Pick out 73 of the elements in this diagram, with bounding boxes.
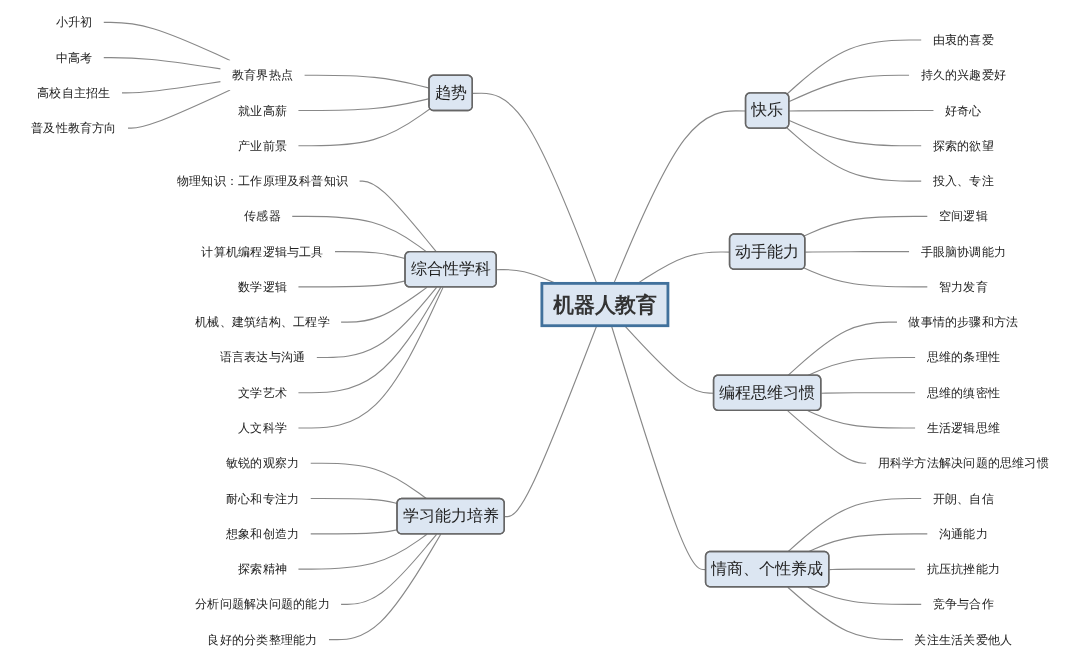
connector — [786, 127, 922, 182]
node-text: 产业前景 — [238, 138, 287, 153]
connector — [291, 215, 428, 253]
connector — [121, 81, 222, 94]
connector — [787, 321, 898, 377]
node-text: 文学艺术 — [238, 385, 287, 400]
connector — [297, 108, 431, 147]
node-text: 就业高薪 — [238, 103, 287, 118]
node-text: 好奇心 — [944, 103, 982, 118]
node-text: 投入、专注 — [932, 173, 994, 188]
connector — [316, 286, 438, 359]
node-text: 敏锐的观察力 — [225, 455, 300, 471]
connector — [297, 533, 428, 570]
connector — [786, 39, 922, 95]
connector — [340, 533, 438, 605]
node-text: 教育界热点 — [231, 67, 294, 83]
node-text: 持久的兴趣爱好 — [920, 67, 1007, 83]
node-text: 普及性教育方向 — [31, 120, 117, 135]
connector — [788, 109, 935, 112]
connector — [297, 286, 444, 429]
connector — [807, 410, 916, 429]
connector — [504, 325, 598, 518]
node-text: 做事情的步骤和方法 — [908, 314, 1019, 329]
node-text: 语言表达与沟通 — [219, 350, 306, 365]
node-text: 人文科学 — [238, 420, 287, 435]
connector — [309, 462, 428, 500]
node-text: 用科学方法解决问题的思维习惯 — [877, 455, 1049, 471]
connector — [328, 533, 442, 641]
connector — [807, 586, 922, 605]
node-text: 沟通能力 — [938, 526, 988, 541]
connector — [102, 21, 231, 61]
node-text: 中高考 — [55, 50, 93, 65]
node-box: 机器人教育 — [540, 281, 670, 328]
connector — [803, 215, 929, 237]
connector — [102, 57, 222, 70]
node-text: 想象和创造力 — [225, 526, 300, 541]
node-text: 抗压抗挫能力 — [926, 561, 1000, 576]
node-text: 良好的分类整理能力 — [207, 632, 318, 647]
connector — [804, 251, 910, 253]
connector — [340, 286, 428, 323]
node-text: 物理知识：工作原理及科普知识 — [176, 173, 349, 188]
connector — [472, 92, 598, 284]
connector — [787, 410, 867, 464]
node-text: 探索精神 — [238, 561, 287, 576]
connector — [828, 568, 916, 571]
connector — [787, 586, 904, 641]
connector — [788, 74, 910, 103]
node-text: 开朗、自信 — [932, 491, 994, 506]
connector — [820, 392, 916, 394]
node-text: 智力发育 — [938, 279, 988, 294]
connector — [788, 119, 922, 147]
node-text: 探索的欲望 — [932, 138, 994, 153]
node-text: 小升初 — [55, 15, 93, 30]
node-text: 分析问题解决问题的能力 — [195, 597, 330, 612]
node-text: 数学逻辑 — [238, 279, 287, 294]
node-text: 高校自主招生 — [37, 85, 111, 100]
node-text: 耐心和专注力 — [225, 491, 300, 506]
node-text: 生活逻辑思维 — [926, 420, 1000, 435]
connector — [358, 180, 438, 253]
node-text: 计算机编程逻辑与工具 — [201, 244, 324, 259]
node-text: 竞争与合作 — [932, 597, 994, 612]
connector — [787, 498, 922, 553]
connector — [127, 89, 231, 129]
node-text: 由衷的喜爱 — [932, 32, 994, 47]
connector — [803, 267, 929, 288]
node-text: 关注生活关爱他人 — [914, 632, 1013, 647]
node-text: 思维的缜密性 — [926, 385, 1000, 400]
node-text: 手眼脑协调能力 — [920, 244, 1007, 259]
connector — [297, 286, 442, 394]
node-text: 空间逻辑 — [938, 209, 988, 224]
node-text: 机械、建筑结构、工程学 — [195, 314, 330, 329]
node-text: 传感器 — [244, 209, 281, 224]
node-text: 思维的条理性 — [926, 350, 1000, 365]
